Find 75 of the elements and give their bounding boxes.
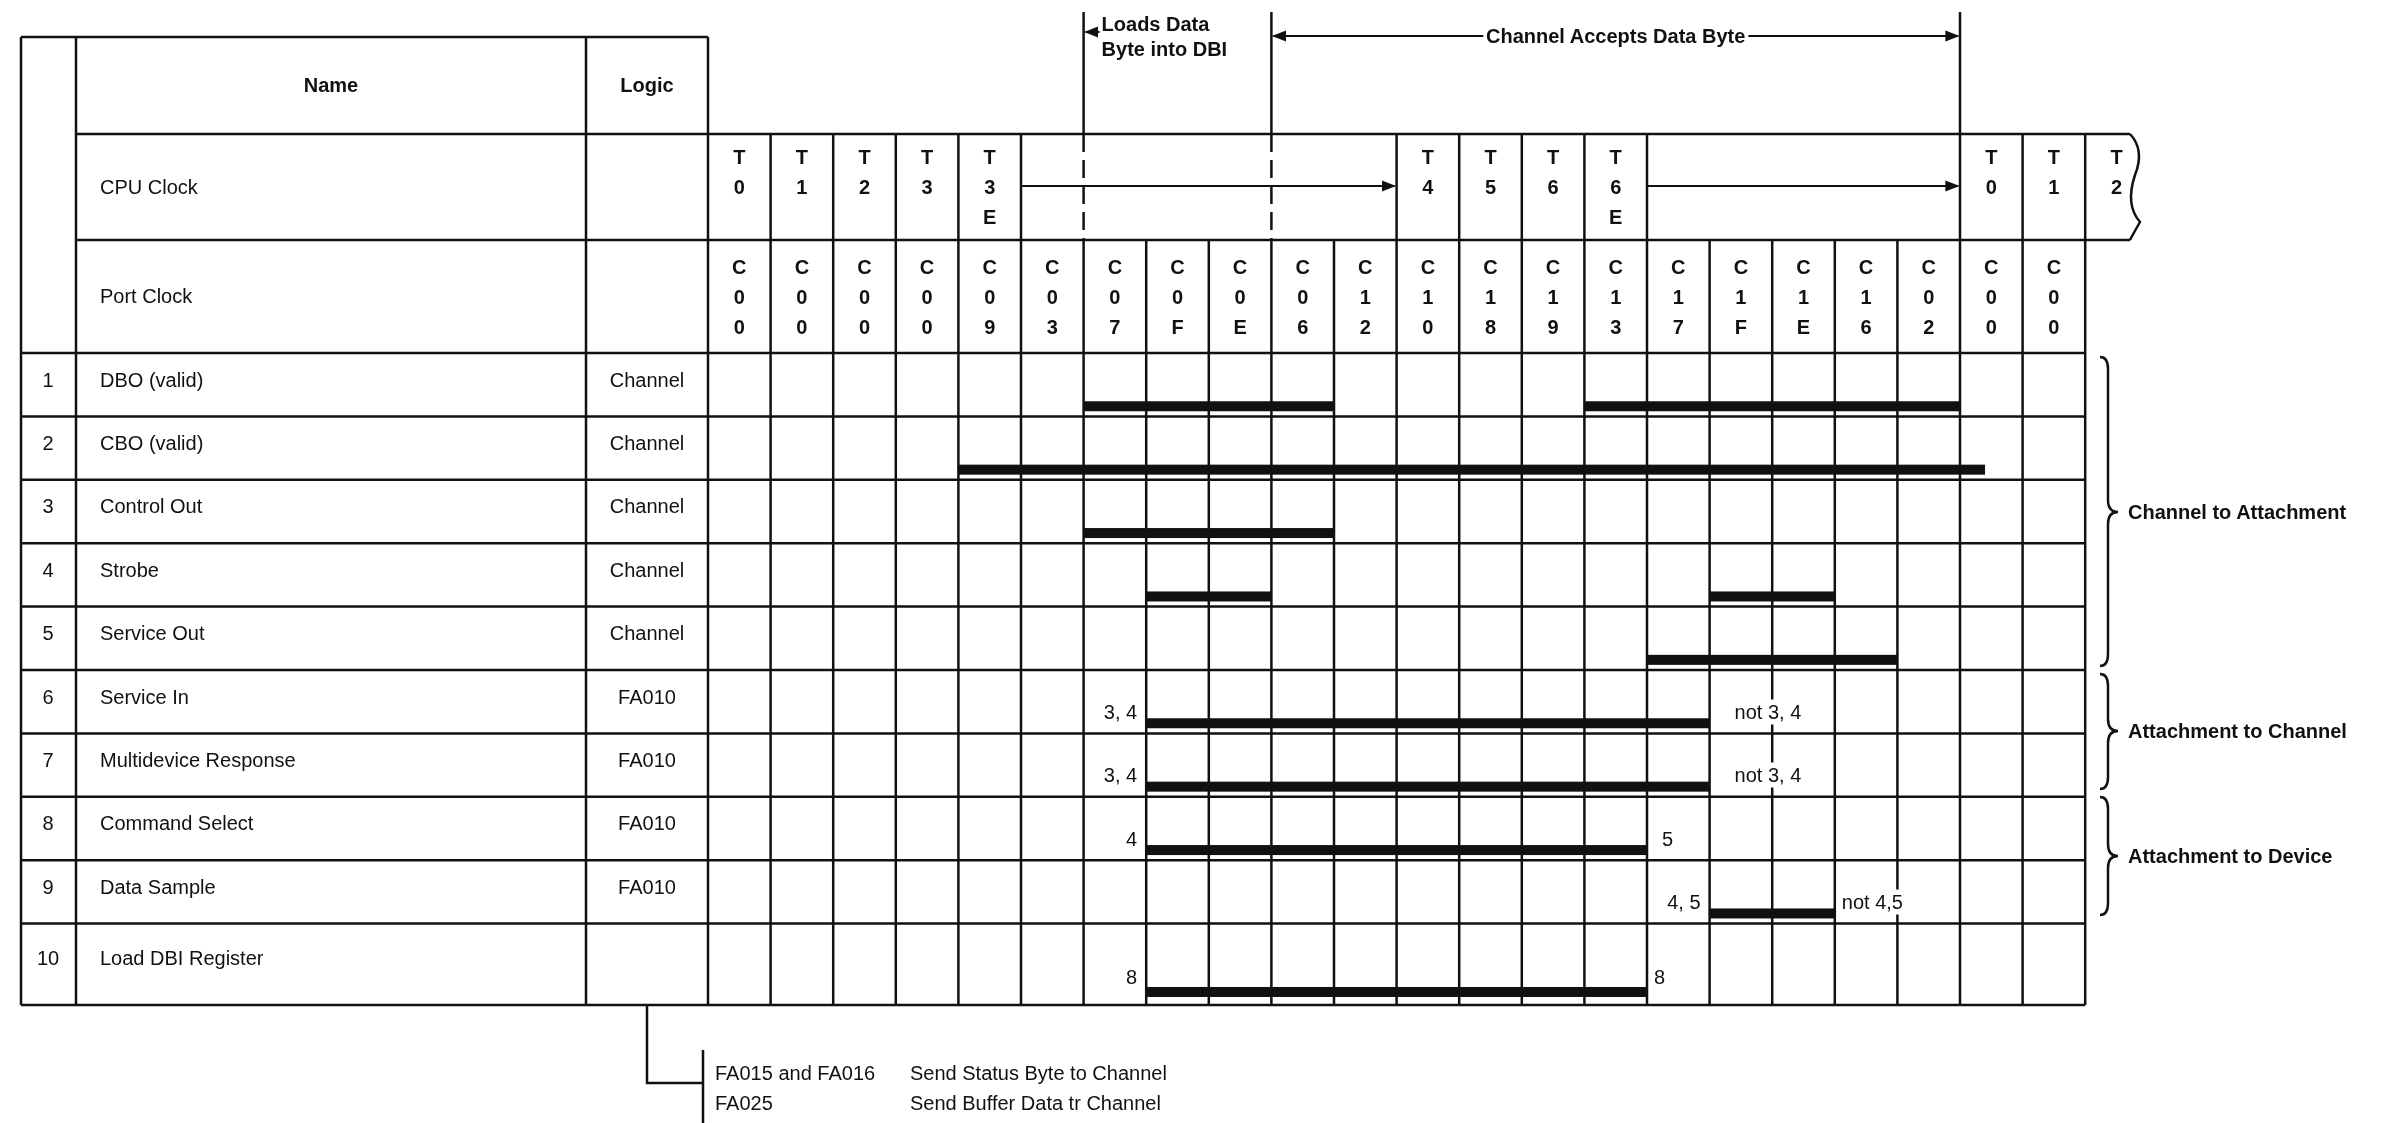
clock-label: C10 (1419, 255, 1436, 340)
clock-label: C17 (1670, 255, 1687, 340)
clock-label: C1E (1795, 255, 1812, 340)
clock-label: C09 (981, 255, 998, 340)
row-number: 10 (36, 945, 60, 971)
signal-name: CBO (valid) (100, 430, 204, 456)
logic-label: Channel (609, 430, 685, 456)
clock-label: C00 (856, 255, 873, 340)
clock-label: C0E (1232, 255, 1249, 340)
clock-label: T2 (2109, 145, 2124, 200)
clock-label: C1F (1732, 255, 1749, 340)
row-label: CPU Clock (100, 174, 198, 200)
clock-label: C13 (1607, 255, 1624, 340)
clock-label: T6E (1608, 145, 1624, 230)
clock-label: T1 (2046, 145, 2061, 200)
column-header: Logic (620, 72, 674, 98)
logic-label: Channel (609, 557, 685, 583)
column-header: Name (303, 72, 359, 98)
signal-name: Service In (100, 684, 189, 710)
clock-label: C00 (1983, 255, 2000, 340)
clock-label: T0 (732, 145, 747, 200)
clock-label: C16 (1858, 255, 1875, 340)
clock-label: T4 (1420, 145, 1435, 200)
signal-name: Command Select (100, 810, 254, 836)
signal-name: Control Out (100, 493, 203, 519)
group-label: Attachment to Device (2128, 843, 2333, 869)
logic-label: FA010 (618, 747, 676, 773)
row-number: 4 (42, 557, 54, 583)
row-number: 3 (42, 493, 54, 519)
row-number: 6 (42, 684, 54, 710)
note-text: FA015 and FA016 (715, 1060, 876, 1086)
signal-name: Multidevice Response (100, 747, 296, 773)
logic-label: Channel (609, 367, 685, 393)
clock-label: C00 (793, 255, 810, 340)
note-text: Send Buffer Data tr Channel (910, 1090, 1161, 1116)
row-number: 5 (42, 620, 54, 646)
clock-label: C18 (1482, 255, 1499, 340)
clock-label: C00 (919, 255, 936, 340)
annotation-text: Loads Data Byte into DBI (1101, 12, 1229, 62)
row-number: 1 (42, 367, 54, 393)
row-number: 7 (42, 747, 54, 773)
row-number: 8 (42, 810, 54, 836)
signal-name: Service Out (100, 620, 205, 646)
clock-label: T6 (1546, 145, 1561, 200)
signal-name: Strobe (100, 557, 159, 583)
row-number: 2 (42, 430, 54, 456)
group-label: Channel to Attachment (2128, 499, 2347, 525)
clock-label: C00 (2045, 255, 2062, 340)
logic-label: FA010 (618, 810, 676, 836)
clock-label: C03 (1044, 255, 1061, 340)
signal-name: DBO (valid) (100, 367, 204, 393)
signal-name: Data Sample (100, 874, 216, 900)
clock-label: C12 (1357, 255, 1374, 340)
clock-label: C00 (731, 255, 748, 340)
logic-label: FA010 (618, 874, 676, 900)
logic-label: Channel (609, 620, 685, 646)
clock-label: C06 (1294, 255, 1311, 340)
group-label: Attachment to Channel (2128, 718, 2347, 744)
clock-label: C07 (1106, 255, 1123, 340)
clock-label: T3E (982, 145, 998, 230)
clock-label: T0 (1984, 145, 1999, 200)
row-label: Port Clock (100, 283, 193, 309)
clock-label: T2 (857, 145, 872, 200)
row-number: 9 (42, 874, 54, 900)
clock-label: T5 (1483, 145, 1498, 200)
signal-name: Load DBI Register (100, 945, 264, 971)
clock-label: T3 (920, 145, 935, 200)
clock-label: C0F (1169, 255, 1186, 340)
logic-label: Channel (609, 493, 685, 519)
clock-label: C19 (1545, 255, 1562, 340)
note-text: FA025 (715, 1090, 773, 1116)
clock-label: C02 (1920, 255, 1937, 340)
logic-label: FA010 (618, 684, 676, 710)
note-text: Send Status Byte to Channel (910, 1060, 1167, 1086)
clock-label: T1 (794, 145, 809, 200)
